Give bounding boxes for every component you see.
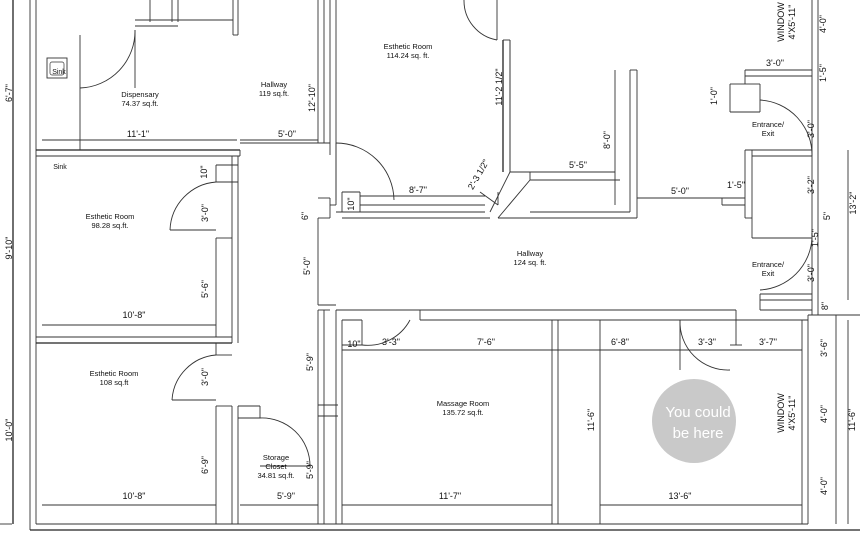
dim-10-c: 10" bbox=[347, 339, 360, 349]
massage-area: 135.72 sq.ft. bbox=[442, 408, 483, 417]
dim-3-0-b: 3'-0" bbox=[200, 204, 210, 222]
sink-fixture bbox=[46, 57, 68, 79]
esthetic-mid-name: Esthetic Room bbox=[86, 212, 135, 221]
storage-name: Storage bbox=[263, 453, 289, 462]
highlight-line2: be here bbox=[673, 425, 724, 442]
dim-10-0: 10'-0" bbox=[4, 419, 14, 442]
storage-area: 34.81 sq.ft. bbox=[257, 471, 294, 480]
dim-1-0: 1'-0" bbox=[709, 87, 719, 105]
hallway-main-area: 124 sq. ft. bbox=[514, 258, 547, 267]
highlight-line1: You could bbox=[665, 404, 730, 421]
dim-3-7: 3'-7" bbox=[759, 337, 777, 347]
window-bottom-line2: 4'X5'-11" bbox=[787, 396, 797, 431]
esthetic-top-name: Esthetic Room bbox=[384, 42, 433, 51]
dim-5-9-c: 5'-9" bbox=[277, 491, 295, 501]
massage-name: Massage Room bbox=[437, 399, 490, 408]
hallway-top-area: 119 sq.ft. bbox=[259, 89, 289, 98]
entrance-bottom-name2: Exit bbox=[762, 269, 775, 278]
dim-5-5: 5'-5" bbox=[569, 160, 587, 170]
dim-4-0-b: 4'-0" bbox=[819, 405, 829, 423]
dim-11-6-b: 11'-6" bbox=[847, 409, 857, 431]
dim-3-6: 3'-6" bbox=[819, 339, 829, 357]
dim-11-7: 11'-7" bbox=[439, 491, 461, 501]
dim-5-a: 5" bbox=[822, 212, 832, 220]
dim-3-2: 3'-2" bbox=[806, 176, 816, 194]
window-top-line2: 4'X5'-11" bbox=[787, 5, 797, 40]
window-bottom-line1: WINDOW bbox=[776, 393, 786, 433]
dim-6-9: 6'-9" bbox=[200, 456, 210, 474]
storage-name2: Closet bbox=[265, 462, 287, 471]
highlight-circle bbox=[652, 379, 736, 463]
dim-11-2h: 11'-2 1/2" bbox=[494, 68, 504, 105]
entrance-top-name2: Exit bbox=[762, 129, 775, 138]
dim-11-1: 11'-1" bbox=[127, 129, 149, 139]
sink2-label: Sink bbox=[53, 164, 67, 171]
dim-10-a: 10" bbox=[346, 197, 356, 210]
dim-5-9-a: 5'-9" bbox=[305, 353, 315, 371]
dim-11-6-a: 11'-6" bbox=[586, 409, 596, 431]
dim-3-3-b: 3'-3" bbox=[698, 337, 716, 347]
dim-5-6: 5'-6" bbox=[200, 280, 210, 298]
dim-6-7: 6'-7" bbox=[4, 84, 14, 102]
dim-5-0-right: 5'-0" bbox=[671, 186, 689, 196]
door-swings bbox=[79, 0, 813, 467]
dim-3-0-entr: 3'-0" bbox=[806, 120, 816, 138]
dimension-lines bbox=[12, 30, 849, 524]
sink1-label: Sink bbox=[52, 69, 66, 76]
dim-5-0-mid: 5'-0" bbox=[302, 257, 312, 275]
dim-1-5-c: 1'-5" bbox=[810, 229, 820, 247]
dim-3-0-c: 3'-0" bbox=[200, 368, 210, 386]
dim-8-7: 8'-7" bbox=[409, 185, 427, 195]
dim-8-a: 8" bbox=[820, 302, 830, 310]
dim-6-a: 6" bbox=[300, 212, 310, 220]
dim-1-5-b: 1'-5" bbox=[818, 64, 828, 82]
dim-4-0-a: 4'-0" bbox=[818, 15, 828, 33]
dim-9-10: 9'-10" bbox=[4, 237, 14, 260]
dim-1-5-a: 1'-5" bbox=[727, 180, 745, 190]
room-labels: Dispensary 74.37 sq.ft. Hallway 119 sq.f… bbox=[52, 42, 785, 480]
dim-3-3-a: 3'-3" bbox=[382, 337, 400, 347]
dim-4-0-c: 4'-0" bbox=[819, 477, 829, 495]
dim-7-6: 7'-6" bbox=[477, 337, 495, 347]
window-top-line1: WINDOW bbox=[776, 2, 786, 42]
dim-2-3h: 2'-3 1/2" bbox=[466, 158, 491, 192]
dispensary-area: 74.37 sq.ft. bbox=[121, 99, 158, 108]
hallway-main-name: Hallway bbox=[517, 249, 544, 258]
dim-3-0-entr2: 3'-0" bbox=[806, 264, 816, 282]
dim-10-b: 10" bbox=[199, 165, 209, 178]
dim-13-2: 13'-2" bbox=[848, 192, 858, 215]
hallway-top-name: Hallway bbox=[261, 80, 288, 89]
dim-10-8-b: 10'-8" bbox=[123, 491, 146, 501]
entrance-bottom-name: Entrance/ bbox=[752, 260, 785, 269]
dispensary-name: Dispensary bbox=[121, 90, 159, 99]
dim-12-10: 12'-10" bbox=[307, 84, 317, 112]
dim-10-8-a: 10'-8" bbox=[123, 310, 146, 320]
dim-3-0-a: 3'-0" bbox=[766, 58, 784, 68]
dim-5-0-top: 5'-0" bbox=[278, 129, 296, 139]
dim-13-6: 13'-6" bbox=[669, 491, 692, 501]
esthetic-top-area: 114.24 sq. ft. bbox=[387, 51, 430, 60]
esthetic-mid-area: 98.28 sq.ft. bbox=[91, 221, 128, 230]
entrance-top-name: Entrance/ bbox=[752, 120, 785, 129]
dim-6-8: 6'-8" bbox=[611, 337, 629, 347]
esthetic-bottom-name: Esthetic Room bbox=[90, 369, 139, 378]
dim-8-0: 8'-0" bbox=[602, 131, 612, 149]
dim-5-9-b: 5'-9" bbox=[305, 461, 315, 479]
esthetic-bottom-area: 108 sq.ft bbox=[100, 378, 130, 387]
